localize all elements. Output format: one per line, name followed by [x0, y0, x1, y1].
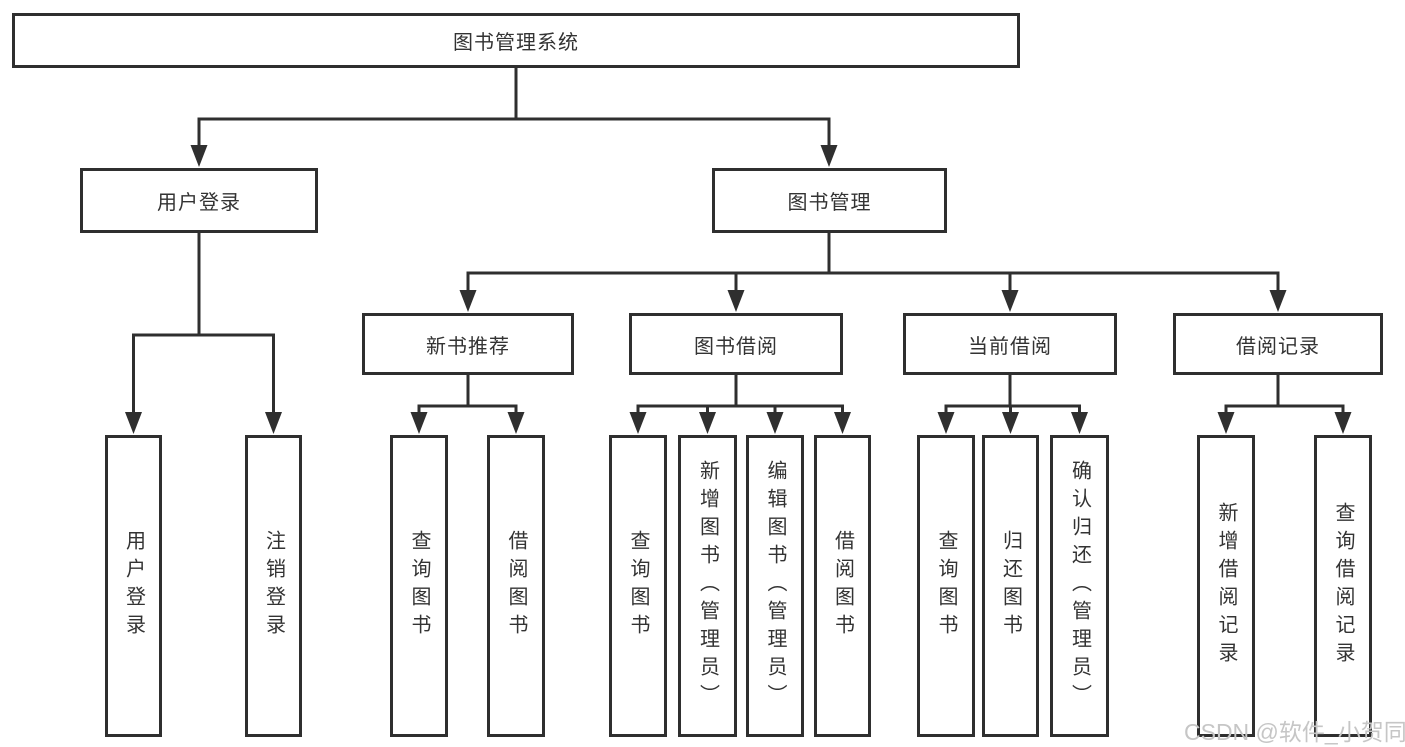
leaf-logout: 注销登录	[245, 435, 302, 737]
node-label: 用户登录	[157, 192, 241, 214]
leaf-search-books-current: 查询图书	[917, 435, 975, 737]
leaf-label: 查询图书	[935, 530, 957, 642]
leaf-search-borrow-record: 查询借阅记录	[1314, 435, 1372, 737]
leaf-label: 查询借阅记录	[1332, 502, 1354, 670]
leaf-label: 归还图书	[999, 530, 1022, 642]
leaf-label: 注销登录	[262, 530, 285, 642]
leaf-label: 借阅图书	[831, 530, 854, 642]
node-user-login: 用户登录	[80, 168, 318, 233]
node-new-book-recommendation: 新书推荐	[362, 313, 574, 375]
leaf-search-books-recommend: 查询图书	[390, 435, 448, 737]
leaf-edit-book-admin: 编辑图书（管理员）	[746, 435, 804, 737]
node-label: 借阅记录	[1236, 335, 1320, 358]
node-current-borrowing: 当前借阅	[903, 313, 1117, 375]
leaf-add-borrow-record: 新增借阅记录	[1197, 435, 1255, 737]
leaf-user-login: 用户登录	[105, 435, 162, 737]
leaf-label: 新增借阅记录	[1215, 502, 1237, 670]
leaf-label: 查询图书	[627, 530, 649, 642]
csdn-watermark: CSDN @软件_小贺同学	[1184, 719, 1405, 745]
leaf-return-books: 归还图书	[982, 435, 1039, 737]
node-label: 图书借阅	[694, 335, 778, 358]
node-label: 当前借阅	[968, 335, 1052, 358]
leaf-confirm-return-admin: 确认归还（管理员）	[1050, 435, 1109, 737]
node-book-borrowing: 图书借阅	[629, 313, 843, 375]
node-label: 新书推荐	[426, 335, 510, 358]
leaf-label: 借阅图书	[505, 530, 527, 642]
node-label: 图书管理系统	[453, 32, 579, 54]
leaf-add-book-admin: 新增图书（管理员）	[678, 435, 737, 737]
leaf-label: 查询图书	[408, 530, 430, 642]
leaf-label: 用户登录	[122, 530, 145, 642]
leaf-label: 确认归还（管理员）	[1068, 460, 1091, 712]
node-borrowing-records: 借阅记录	[1173, 313, 1383, 375]
leaf-search-books-borrowing: 查询图书	[609, 435, 667, 737]
leaf-label: 新增图书（管理员）	[696, 460, 719, 712]
leaf-borrow-books-recommend: 借阅图书	[487, 435, 545, 737]
node-book-management: 图书管理	[712, 168, 947, 233]
node-library-management-system: 图书管理系统	[12, 13, 1020, 68]
node-label: 图书管理	[787, 192, 872, 214]
leaf-borrow-books-borrowing: 借阅图书	[814, 435, 871, 737]
leaf-label: 编辑图书（管理员）	[764, 460, 786, 712]
